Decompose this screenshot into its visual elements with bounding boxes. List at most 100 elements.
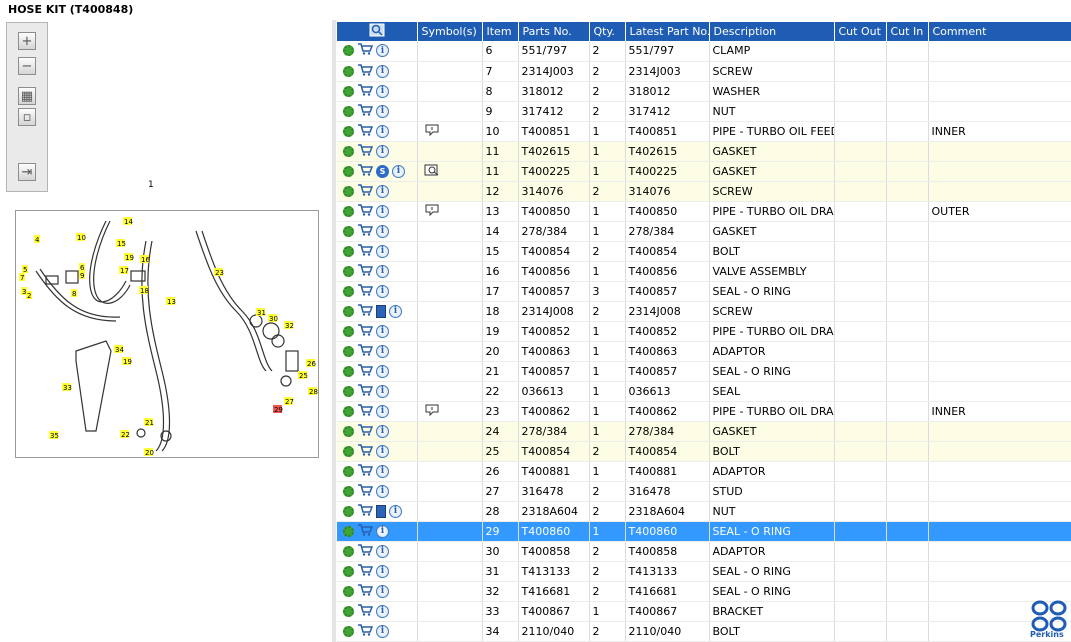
view-part-icon[interactable] bbox=[424, 164, 440, 176]
gear-icon[interactable] bbox=[343, 185, 354, 197]
cart-icon[interactable] bbox=[357, 463, 373, 479]
export-icon[interactable]: ⇥ bbox=[18, 163, 36, 181]
column-header-parts-no[interactable]: Parts No. bbox=[518, 22, 590, 41]
info-icon[interactable]: i bbox=[389, 304, 402, 318]
cart-icon[interactable] bbox=[357, 603, 373, 619]
info-icon[interactable]: i bbox=[376, 224, 389, 238]
column-header-cut-in[interactable]: Cut In bbox=[886, 22, 929, 41]
zoom-in-icon[interactable]: + bbox=[18, 32, 36, 50]
info-icon[interactable]: i bbox=[376, 144, 389, 158]
actual-size-icon[interactable]: ▫ bbox=[18, 108, 36, 126]
info-icon[interactable]: i bbox=[376, 324, 389, 338]
column-header-latest-part-no[interactable]: Latest Part No. bbox=[625, 22, 710, 41]
info-icon[interactable]: i bbox=[376, 204, 389, 218]
info-icon[interactable]: i bbox=[376, 464, 389, 478]
cart-icon[interactable] bbox=[357, 163, 373, 179]
cart-icon[interactable] bbox=[357, 283, 373, 299]
column-header-qty[interactable]: Qty. bbox=[589, 22, 626, 41]
info-icon[interactable]: i bbox=[376, 284, 389, 298]
exploded-diagram[interactable]: 14 10 4 15 16 19 17 5 7 3 2 8 9 6 13 23 … bbox=[15, 210, 319, 458]
gear-icon[interactable] bbox=[343, 125, 354, 137]
cart-icon[interactable] bbox=[357, 303, 373, 319]
cart-icon[interactable] bbox=[357, 583, 373, 599]
column-header-description[interactable]: Description bbox=[709, 22, 835, 41]
fit-all-icon[interactable]: ▦ bbox=[18, 87, 36, 105]
supersession-icon[interactable]: S bbox=[376, 164, 389, 178]
cart-icon[interactable] bbox=[357, 103, 373, 119]
cart-icon[interactable] bbox=[357, 263, 373, 279]
gear-icon[interactable] bbox=[343, 145, 354, 157]
cart-icon[interactable] bbox=[357, 503, 373, 519]
cart-icon[interactable] bbox=[357, 343, 373, 359]
info-icon[interactable]: i bbox=[376, 364, 389, 378]
cart-icon[interactable] bbox=[357, 223, 373, 239]
gear-icon[interactable] bbox=[343, 325, 354, 337]
info-icon[interactable]: i bbox=[376, 104, 389, 118]
magnifier-icon[interactable] bbox=[369, 23, 385, 37]
info-icon[interactable]: i bbox=[376, 84, 389, 98]
gear-icon[interactable] bbox=[343, 285, 354, 297]
info-icon[interactable]: i bbox=[376, 484, 389, 498]
gear-icon[interactable] bbox=[343, 585, 354, 597]
info-icon[interactable]: i bbox=[376, 344, 389, 358]
gear-icon[interactable] bbox=[343, 165, 354, 177]
gear-icon[interactable] bbox=[343, 545, 354, 557]
info-icon[interactable]: i bbox=[392, 164, 405, 178]
info-icon[interactable]: i bbox=[376, 544, 389, 558]
gear-icon[interactable] bbox=[343, 485, 354, 497]
gear-icon[interactable] bbox=[343, 105, 354, 117]
info-icon[interactable]: i bbox=[389, 504, 402, 518]
info-icon[interactable]: i bbox=[376, 64, 389, 78]
column-header-symbols[interactable]: Symbol(s) bbox=[417, 22, 483, 41]
gear-icon[interactable] bbox=[343, 45, 354, 57]
gear-icon[interactable] bbox=[343, 565, 354, 577]
gear-icon[interactable] bbox=[343, 605, 354, 617]
info-icon[interactable]: i bbox=[376, 444, 389, 458]
gear-icon[interactable] bbox=[343, 85, 354, 97]
gear-icon[interactable] bbox=[343, 205, 354, 217]
gear-icon[interactable] bbox=[343, 425, 354, 437]
note-bubble-icon[interactable] bbox=[424, 204, 440, 216]
gear-icon[interactable] bbox=[343, 505, 354, 517]
cart-icon[interactable] bbox=[357, 323, 373, 339]
info-icon[interactable]: i bbox=[376, 424, 389, 438]
info-icon[interactable]: i bbox=[376, 624, 389, 638]
info-icon[interactable]: i bbox=[376, 404, 389, 418]
cart-icon[interactable] bbox=[357, 563, 373, 579]
info-icon[interactable]: i bbox=[376, 584, 389, 598]
cart-icon[interactable] bbox=[357, 83, 373, 99]
note-bubble-icon[interactable] bbox=[424, 124, 440, 136]
gear-icon[interactable] bbox=[343, 65, 354, 77]
info-icon[interactable]: i bbox=[376, 264, 389, 278]
cart-icon[interactable] bbox=[357, 543, 373, 559]
cart-icon[interactable] bbox=[357, 363, 373, 379]
cart-icon[interactable] bbox=[357, 243, 373, 259]
gear-icon[interactable] bbox=[343, 245, 354, 257]
cart-icon[interactable] bbox=[357, 143, 373, 159]
info-icon[interactable]: i bbox=[376, 524, 389, 538]
cart-icon[interactable] bbox=[357, 203, 373, 219]
